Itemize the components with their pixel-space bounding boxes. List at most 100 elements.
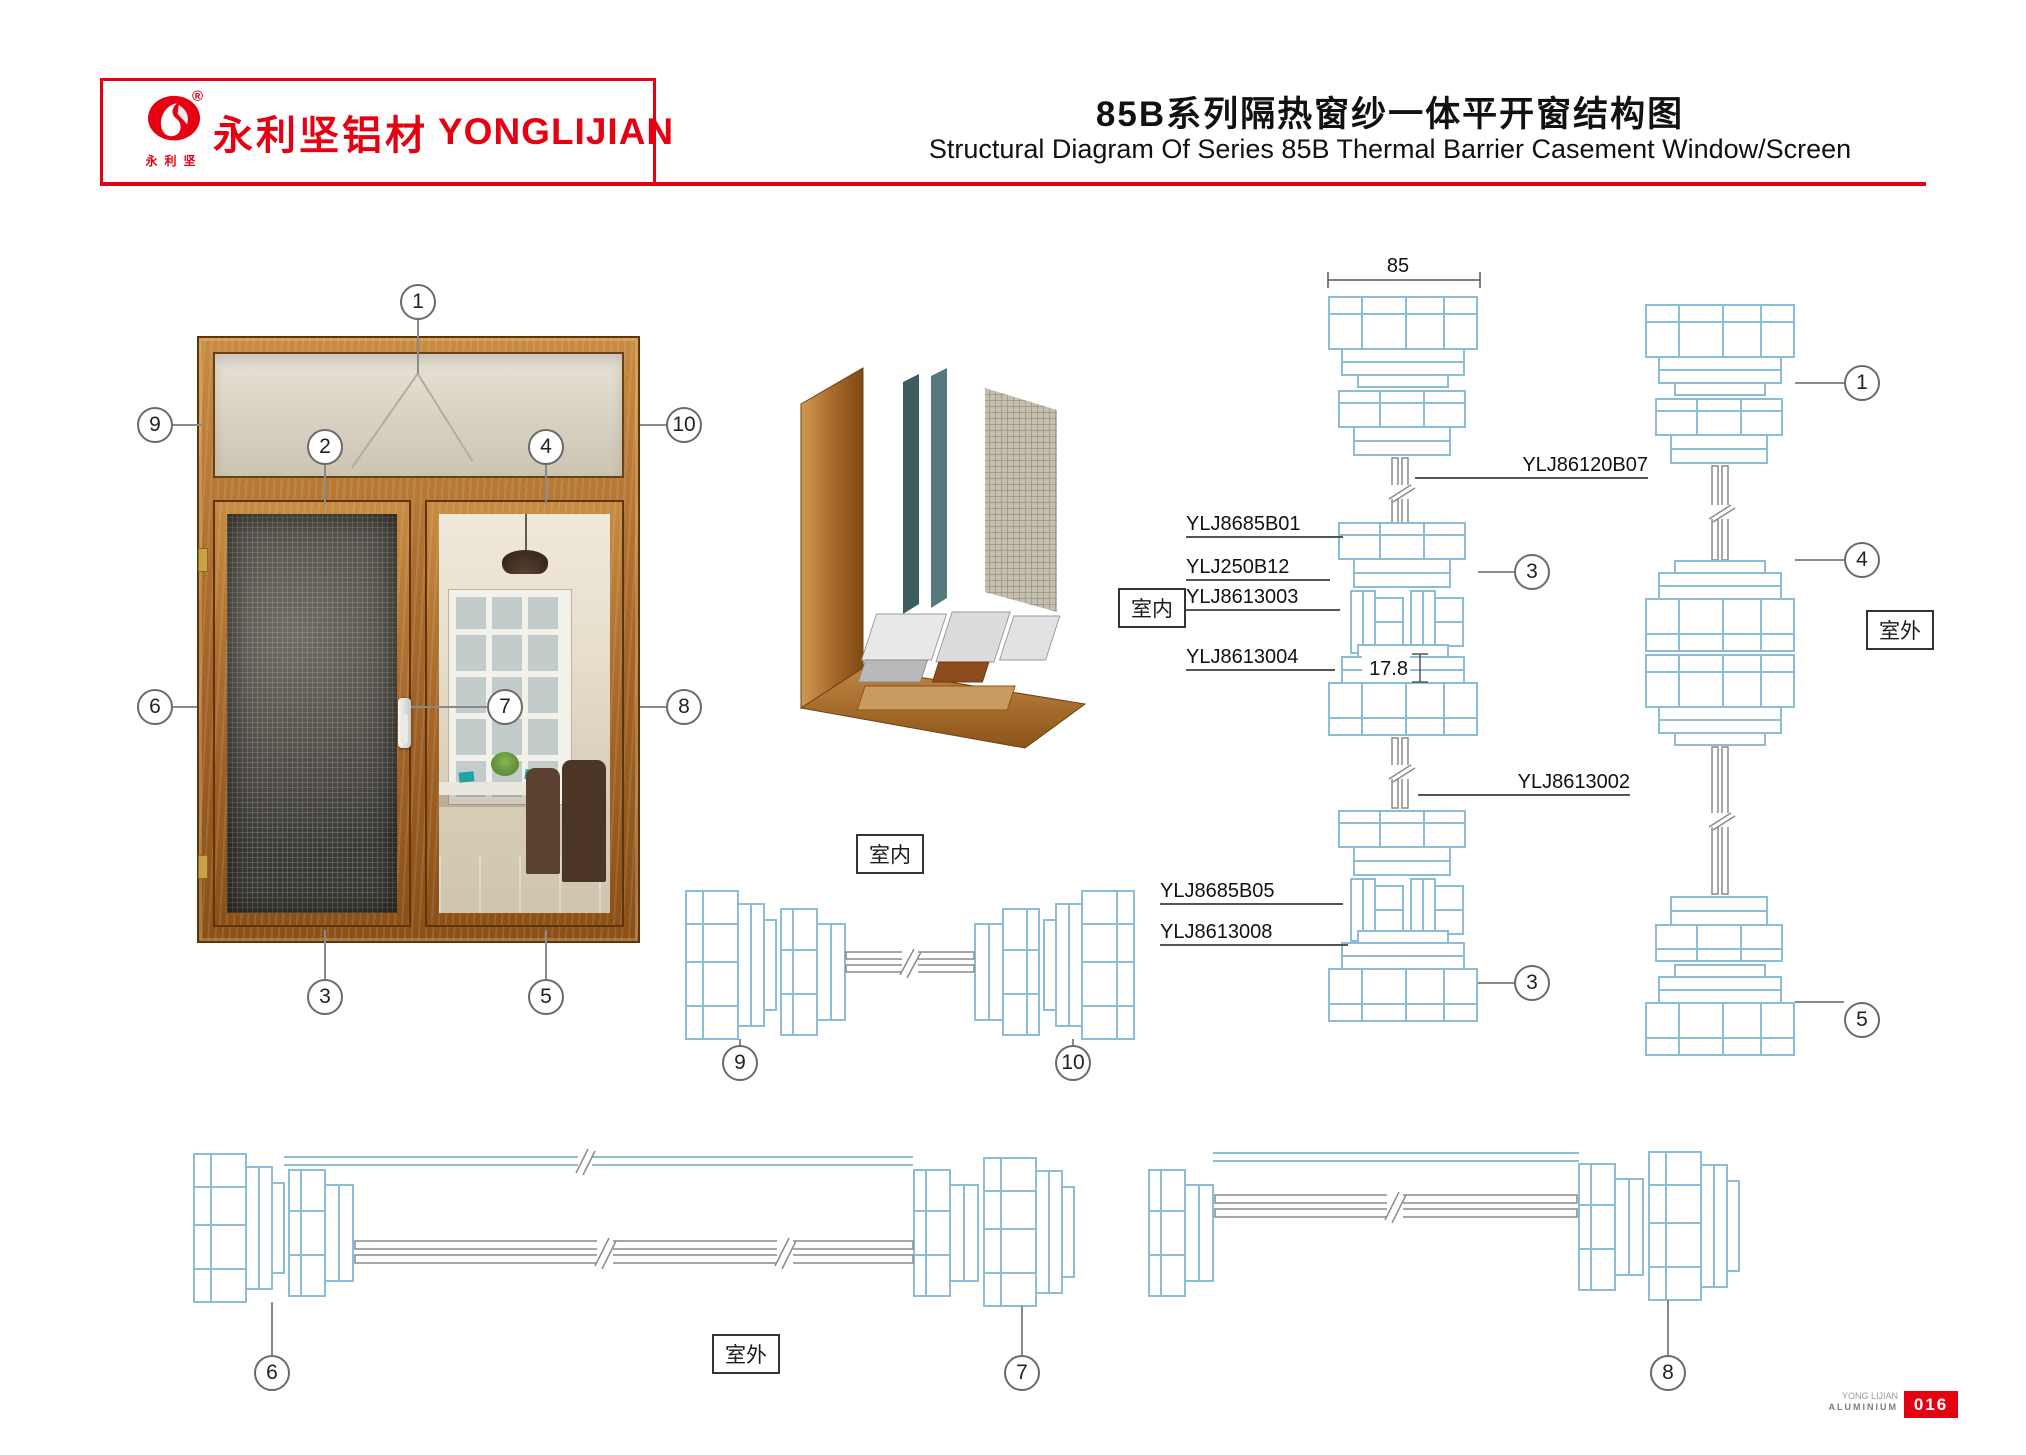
- callout-4-section: 4: [1844, 542, 1880, 578]
- page-title-cn: 85B系列隔热窗纱一体平开窗结构图: [1095, 95, 1685, 134]
- callout-3: 3: [307, 979, 343, 1015]
- callout-7: 7: [487, 689, 523, 725]
- leader-line: [324, 465, 326, 505]
- line-break: [575, 1148, 596, 1176]
- glass-break: [1708, 504, 1736, 523]
- callout-8-number: 8: [678, 695, 690, 718]
- leader-line: [324, 930, 326, 979]
- chair: [526, 768, 560, 874]
- callout-8: 8: [666, 689, 702, 725]
- part-label: YLJ8613008: [1160, 920, 1348, 946]
- window-photo: [197, 336, 640, 943]
- label-outdoor-horizontal: 室外: [712, 1334, 780, 1374]
- leader-line: [1795, 1001, 1844, 1003]
- callout-6-number: 6: [149, 695, 161, 718]
- glass-pane-outer: [903, 374, 919, 614]
- callout-10-section: 10: [1055, 1045, 1091, 1081]
- glass-sash: [425, 500, 624, 927]
- horizontal-section-bottom: [193, 1148, 1740, 1307]
- callout-number: 3: [1526, 971, 1538, 994]
- glass-break: [1384, 1191, 1407, 1224]
- callout-10-number: 10: [672, 413, 696, 436]
- corner-3d-render: [799, 367, 1087, 749]
- leader-line: [271, 1302, 273, 1355]
- dim-17-8-text: 17.8: [1369, 658, 1408, 680]
- leader-line: [1478, 571, 1514, 573]
- leader-line: [411, 706, 487, 708]
- callout-10: 10: [666, 407, 702, 443]
- brand-logo: ® 永利坚: [143, 88, 205, 169]
- profile-cluster-middle: [1645, 560, 1795, 746]
- glass-break: [899, 948, 922, 979]
- part-label: YLJ8685B01: [1186, 512, 1343, 538]
- label-indoor-vertical: 室内: [1118, 588, 1186, 628]
- part-label: YLJ8613003: [1186, 585, 1340, 611]
- callout-number: 6: [266, 1361, 278, 1384]
- leader-line: [173, 424, 203, 426]
- callout-7-section: 7: [1004, 1355, 1040, 1391]
- callout-9: 9: [137, 407, 173, 443]
- leader-line: [1478, 982, 1514, 984]
- profile-cluster-left-frame: [193, 1153, 354, 1303]
- profile-cluster-bottom: [1645, 896, 1795, 1056]
- callout-number: 3: [1526, 560, 1538, 583]
- leader-line: [173, 706, 197, 708]
- part-label: YLJ86120B07: [1415, 453, 1648, 479]
- leader-line: [640, 706, 684, 708]
- screen-sash: [198, 500, 411, 927]
- dim-85-text: 85: [1387, 255, 1409, 277]
- profile-cluster-bottom: [1328, 810, 1478, 1022]
- page-number: 016: [1904, 1391, 1958, 1418]
- horizontal-section-top: [685, 890, 1135, 1040]
- frame-face-lines: [284, 1152, 1579, 1166]
- callout-number: 1: [1856, 371, 1868, 394]
- footer-brand-top: YONG LIJIAN: [1841, 1391, 1898, 1401]
- part-label: YLJ8613004: [1186, 645, 1335, 671]
- callout-8-section: 8: [1650, 1355, 1686, 1391]
- glass-pane-inner: [931, 368, 947, 608]
- callout-3-section: 3: [1514, 965, 1550, 1001]
- leader-line: [739, 1039, 741, 1047]
- window-handle: [398, 698, 411, 748]
- dining-room-scene: [439, 514, 610, 913]
- callout-number: 7: [1016, 1361, 1028, 1384]
- glass-break: [1708, 812, 1736, 831]
- logo-subtext: 永利坚: [145, 154, 203, 168]
- leader-line: [545, 930, 547, 979]
- leader-line: [1667, 1300, 1669, 1355]
- wood-stile: [800, 367, 864, 709]
- part-label: YLJ250B12: [1186, 555, 1330, 581]
- vertical-section-main: 85 17.8: [1327, 255, 1481, 1022]
- dimension-17-8: 17.8: [1362, 653, 1428, 683]
- callout-3-section: 3: [1514, 554, 1550, 590]
- callout-number: 8: [1662, 1361, 1674, 1384]
- screen-mesh-pane: [985, 388, 1057, 612]
- profile-cut-faces: [856, 611, 1061, 711]
- part-label: YLJ8613002: [1418, 770, 1630, 796]
- glass-run-left: [354, 1240, 914, 1264]
- glass-break: [594, 1237, 617, 1270]
- hinge-bottom: [198, 855, 208, 879]
- callout-number: 5: [1856, 1008, 1868, 1031]
- callout-3-number: 3: [319, 985, 331, 1008]
- page-title-en: Structural Diagram Of Series 85B Thermal…: [928, 134, 1852, 164]
- glass-break: [1388, 764, 1416, 783]
- callout-6-section: 6: [254, 1355, 290, 1391]
- teal-napkin: [458, 771, 475, 783]
- chair: [562, 760, 606, 882]
- footer-brand: YONG LIJIAN ALUMINIUM: [1788, 1391, 1899, 1413]
- brand-name-cn: 永利坚铝材: [213, 113, 428, 158]
- callout-2-number: 2: [319, 435, 331, 458]
- registered-mark: ®: [191, 88, 203, 105]
- callout-1-number: 1: [412, 290, 424, 313]
- leader-line: [1072, 1039, 1074, 1047]
- brand-name-en: YONGLIJIAN: [438, 110, 675, 152]
- callout-number: 10: [1061, 1051, 1085, 1074]
- leader-line: [1795, 559, 1844, 561]
- glass-break: [1388, 484, 1416, 503]
- pendant-lamp: [501, 514, 548, 574]
- part-label: YLJ8685B05: [1160, 879, 1343, 905]
- callout-7-number: 7: [499, 695, 511, 718]
- callout-9-number: 9: [149, 413, 161, 436]
